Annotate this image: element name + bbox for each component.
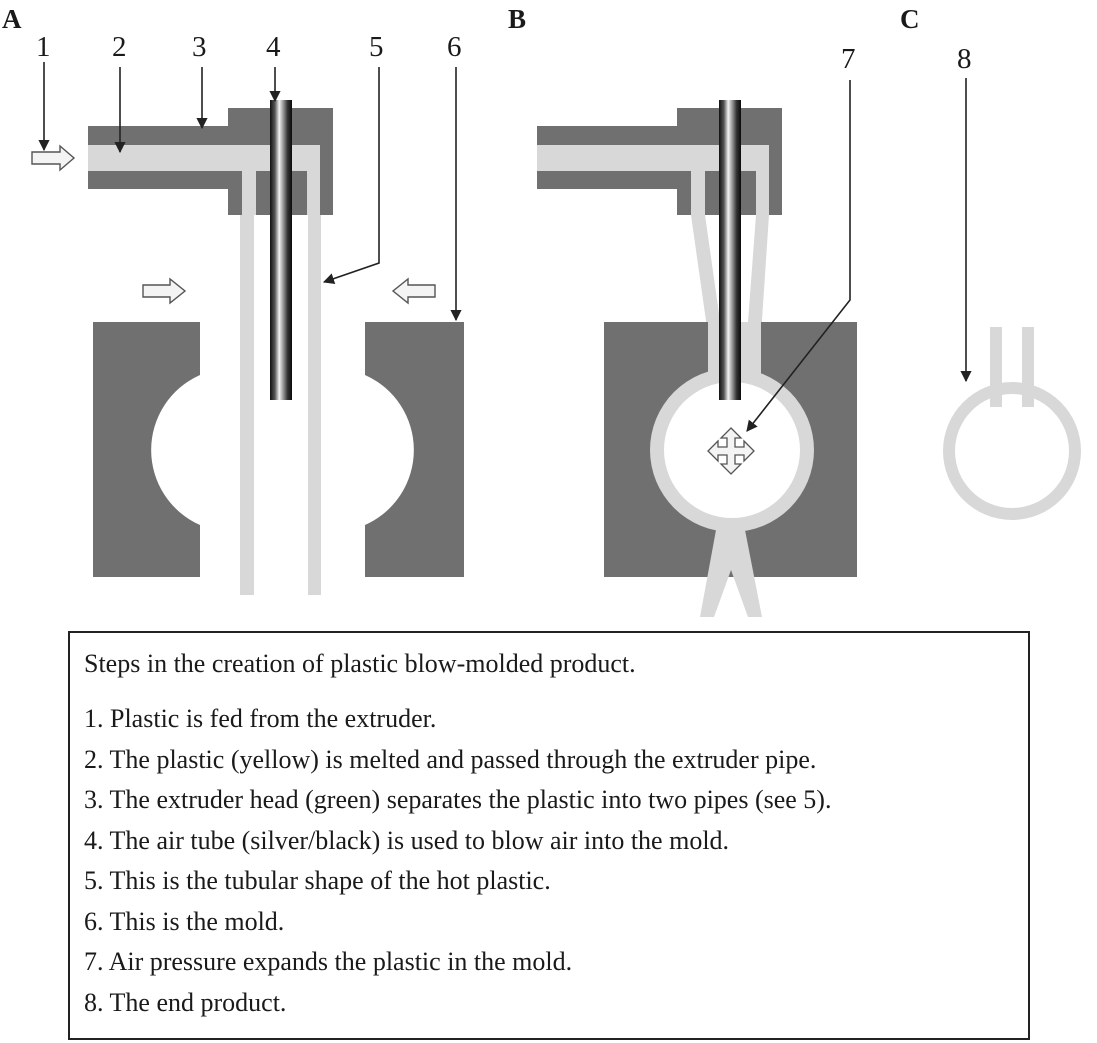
panel-label-b: B [508,4,526,34]
legend-step: 3. The extruder head (green) separates t… [84,785,832,814]
mold-arrow-right-icon [142,277,187,305]
callout-1: 1 [36,31,51,63]
blow-molding-diagram: A B C [2,4,1081,617]
plastic-tube-a [240,215,321,595]
callout-5: 5 [369,31,384,63]
panel-label-c: C [900,4,920,34]
leader-7 [746,80,851,432]
legend-steps: 1. Plastic is fed from the extruder. 2. … [84,699,831,1023]
mold-arrow-left-icon [391,277,436,305]
legend-box: Steps in the creation of plastic blow-mo… [68,631,1030,1040]
air-pressure-icon [707,427,755,475]
legend-step: 7. Air pressure expands the plastic in t… [84,947,573,976]
feed-arrow-icon [31,144,76,172]
legend-step: 6. This is the mold. [84,906,285,936]
legend-step: 1. Plastic is fed from the extruder. [84,704,437,733]
legend-step: 2. The plastic (yellow) is melted and pa… [84,744,817,774]
legend-step: 4. The air tube (silver/black) is used t… [84,825,730,855]
panel-c [943,327,1081,520]
callout-3: 3 [192,31,207,63]
legend-step: 5. This is the tubular shape of the hot … [84,866,551,895]
air-tube-b [719,100,741,400]
callout-8: 8 [957,43,972,75]
panel-label-a: A [2,4,22,34]
panel-b [537,100,857,617]
end-product [943,327,1081,520]
callout-leaders [38,62,972,432]
legend-step: 8. The end product. [84,987,287,1017]
mold-half-right-a [365,322,464,577]
air-tube-a [270,100,292,400]
legend-title: Steps in the creation of plastic blow-mo… [84,649,636,678]
callout-4: 4 [266,31,281,63]
leader-5 [322,67,380,285]
callout-6: 6 [447,31,462,63]
callout-2: 2 [112,31,127,63]
plastic-strands-b [691,215,769,335]
panel-a [31,100,464,595]
mold-half-left-a [93,322,200,577]
callout-7: 7 [841,43,856,75]
plastic-tail-b [700,530,762,617]
